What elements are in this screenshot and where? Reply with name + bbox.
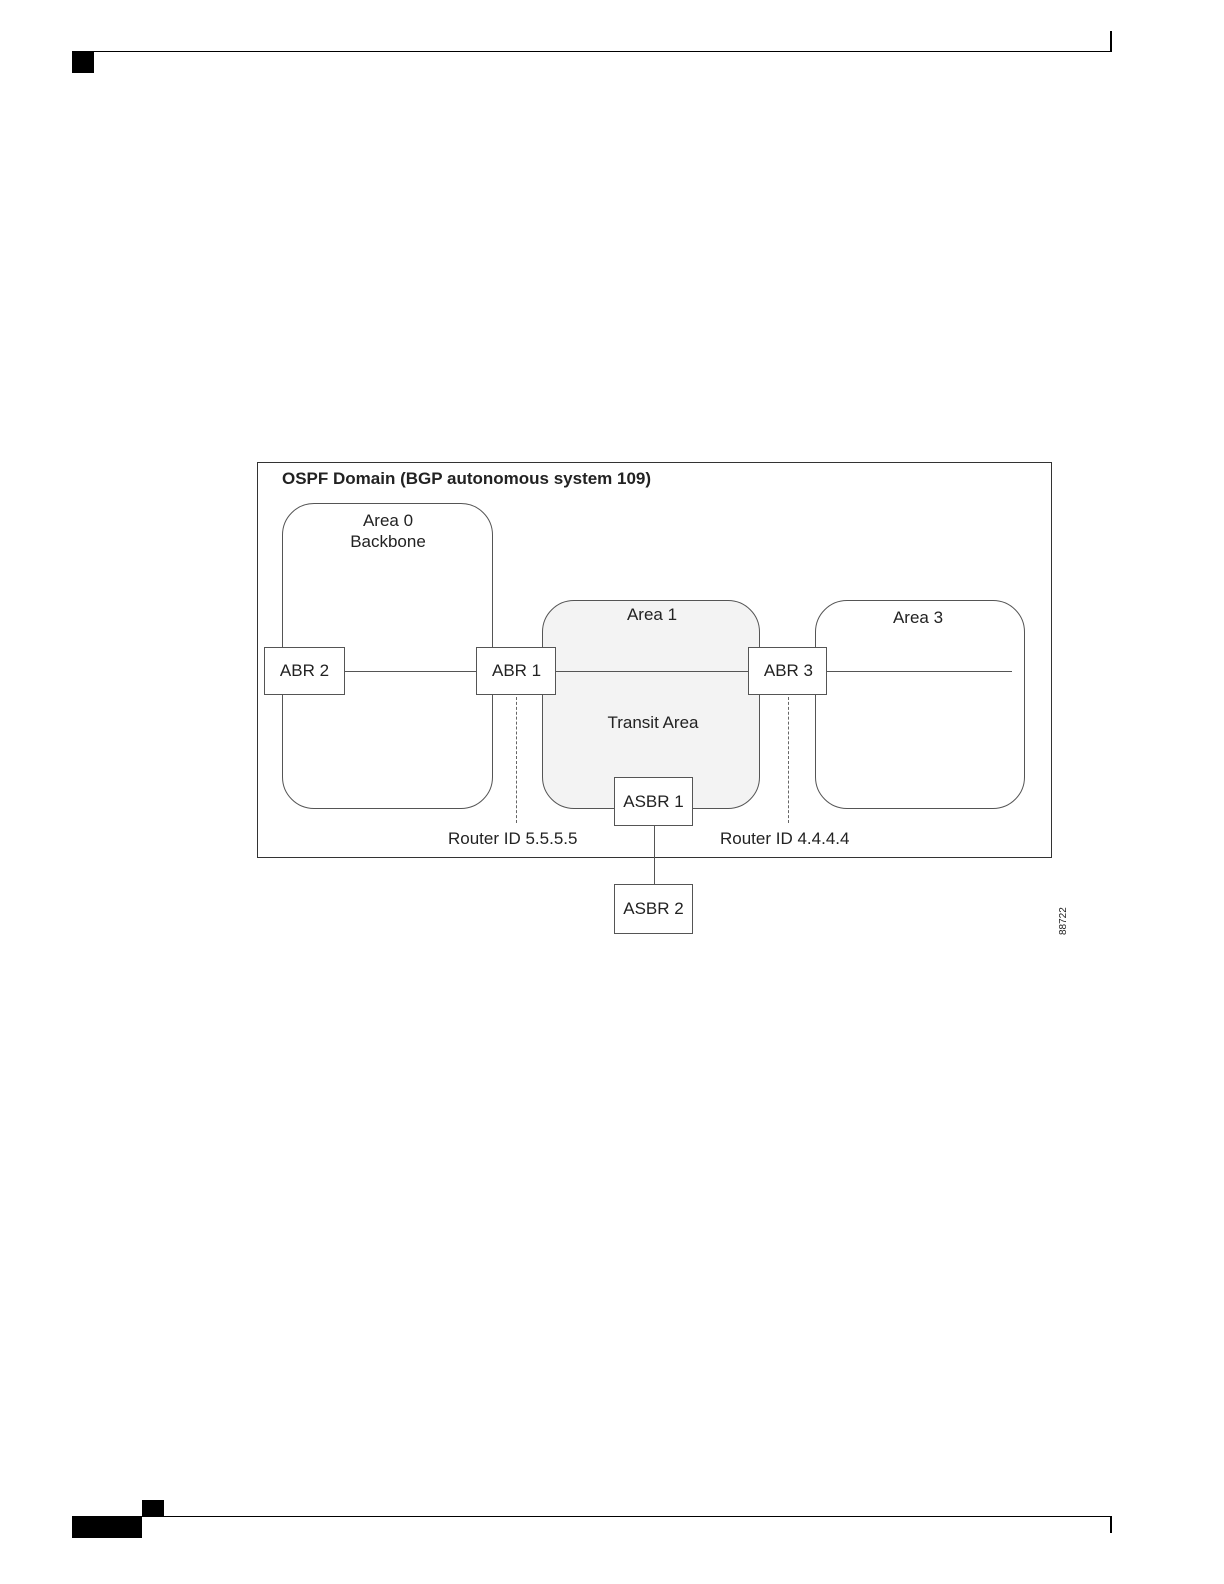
area-1-label: Area 1 xyxy=(627,605,677,625)
router-id-abr1: Router ID 5.5.5.5 xyxy=(448,829,577,849)
router-id-leader-abr3 xyxy=(788,697,789,823)
footer-tick xyxy=(1110,1517,1112,1533)
backbone-label: Backbone xyxy=(350,532,426,552)
header-tick xyxy=(1110,31,1112,52)
link-abr2-abr1 xyxy=(345,671,476,672)
router-id-leader-abr1 xyxy=(516,697,517,823)
router-asbr2: ASBR 2 xyxy=(614,884,693,934)
router-abr1: ABR 1 xyxy=(476,647,556,695)
footer-rule xyxy=(72,1516,1112,1517)
router-abr3: ABR 3 xyxy=(748,647,827,695)
area-0-label: Area 0 xyxy=(363,511,413,531)
footer-block-large xyxy=(72,1517,142,1538)
diagram-title: OSPF Domain (BGP autonomous system 109) xyxy=(282,469,651,489)
figure-number: 88722 xyxy=(1058,907,1069,935)
router-id-abr3: Router ID 4.4.4.4 xyxy=(720,829,849,849)
transit-area-label: Transit Area xyxy=(607,713,698,733)
footer-block-small xyxy=(142,1500,164,1516)
area-3 xyxy=(815,600,1025,809)
router-asbr1: ASBR 1 xyxy=(614,777,693,826)
router-abr2: ABR 2 xyxy=(264,647,345,695)
link-abr3-area3 xyxy=(827,671,1012,672)
area-3-label: Area 3 xyxy=(893,608,943,628)
header-rule xyxy=(72,51,1112,52)
virtual-link-abr1-abr3 xyxy=(556,671,748,672)
link-asbr1-asbr2 xyxy=(654,826,655,884)
header-corner-block xyxy=(72,52,94,73)
